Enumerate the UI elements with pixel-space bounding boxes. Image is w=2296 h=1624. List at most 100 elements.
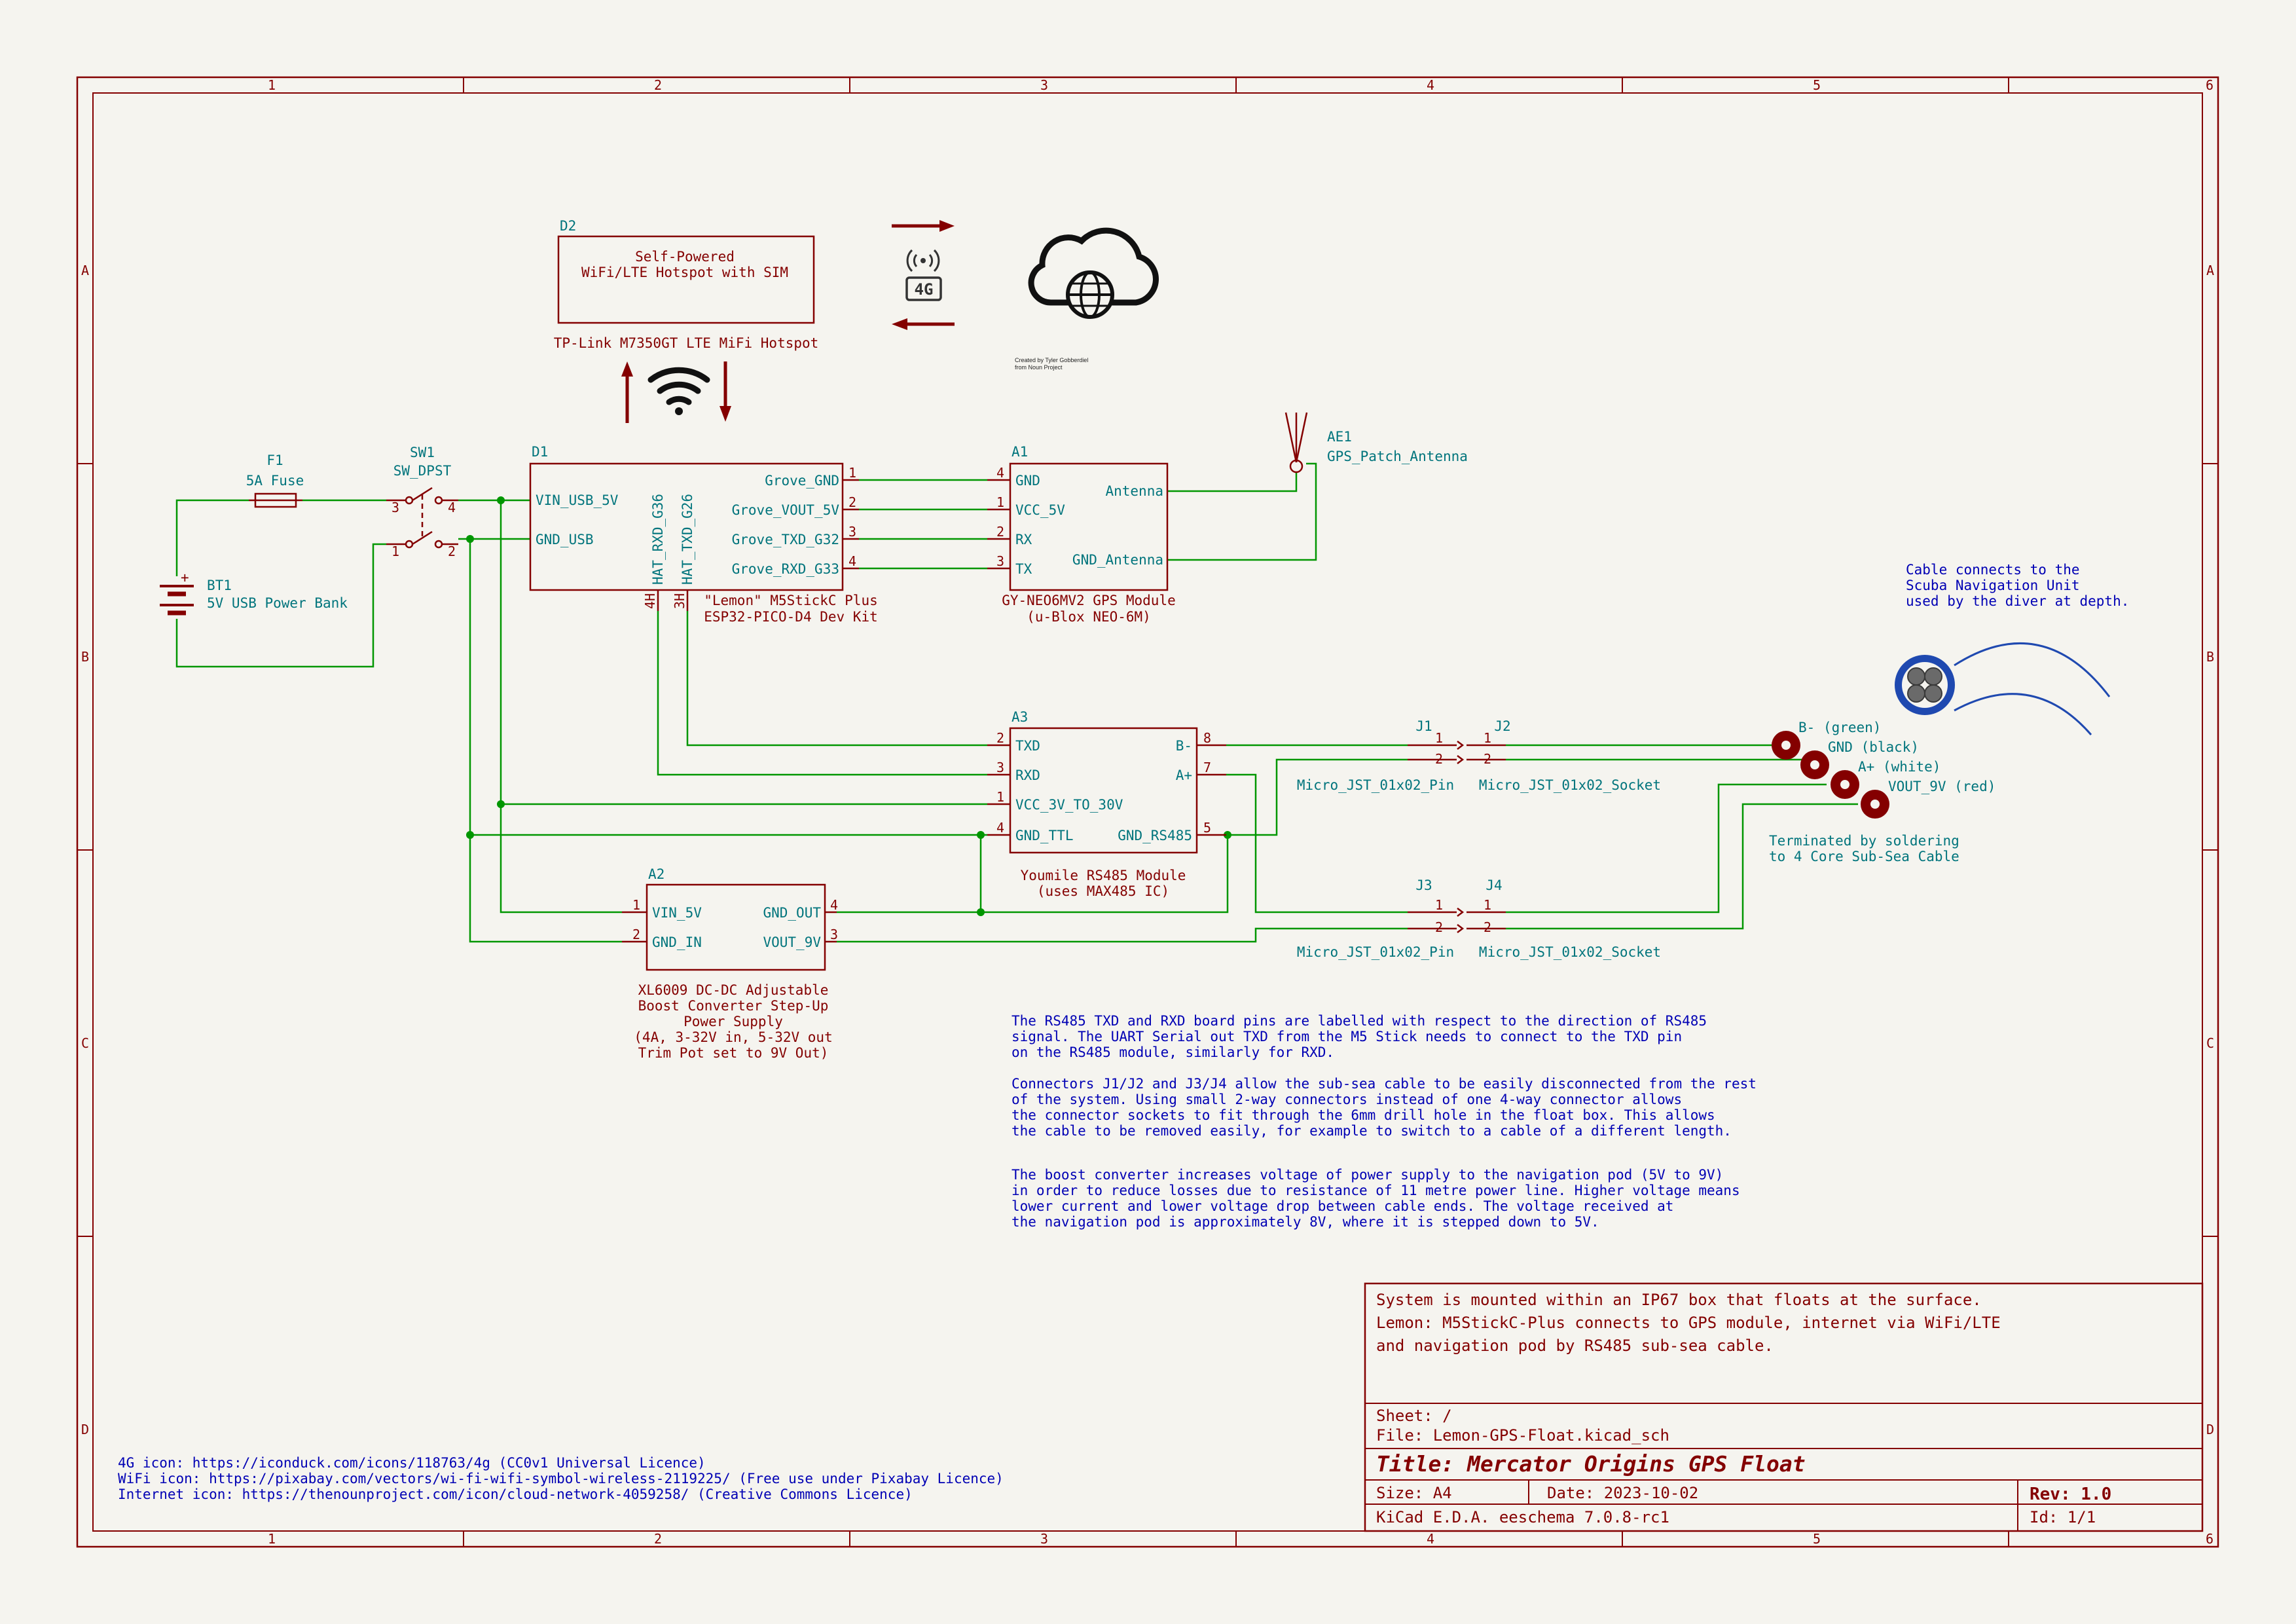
note-p2-line4: the cable to be removed easily, for exam…: [1011, 1123, 1732, 1139]
credit-4g: 4G icon: https://iconduck.com/icons/1187…: [118, 1455, 706, 1471]
a1-pin-antenna: Antenna: [1105, 483, 1163, 499]
d1-num-1: 1: [848, 465, 856, 481]
a2-value4: (4A, 3-32V in, 5-32V out: [634, 1029, 832, 1045]
lte-4g-icon: 4G: [905, 249, 942, 301]
a2-num-2: 2: [632, 927, 640, 942]
tb-sheet: Sheet: /: [1376, 1407, 1452, 1425]
j4-ref: J4: [1485, 877, 1502, 893]
note-p3-line4: the navigation pod is approximately 8V, …: [1011, 1214, 1599, 1230]
wires: [175, 462, 1858, 943]
a2-body: [646, 883, 826, 971]
f1-fuse[interactable]: F1 5A Fuse: [246, 452, 304, 508]
a2-value3: Power Supply: [683, 1014, 783, 1029]
design-notes: The RS485 TXD and RXD board pins are lab…: [1011, 1013, 1757, 1230]
a1-body: [1009, 462, 1169, 591]
bt1-battery[interactable]: + BT1 5V USB Power Bank: [160, 570, 348, 616]
cloud-credit-line1: Created by Tyler Gobberdiel: [1015, 357, 1088, 363]
a3-num-4: 4: [996, 820, 1004, 836]
d1-num-4h: 4H: [642, 593, 658, 609]
a1-pin-vcc: VCC_5V: [1015, 502, 1065, 518]
a1-gps-module[interactable]: A1 4 1 2 3 GND VCC_5V RX TX Antenna GND_…: [987, 444, 1176, 625]
col-label-bottom-3: 3: [1040, 1531, 1048, 1547]
sw1-switch[interactable]: SW1 SW_DPST 3 4 1 2: [386, 445, 458, 559]
a1-num-2: 2: [996, 524, 1004, 540]
cloud-network-icon: Created by Tyler Gobberdiel from Noun Pr…: [1015, 227, 1159, 371]
row-label-left-a: A: [81, 263, 89, 278]
col-label-top-1: 1: [268, 77, 276, 93]
a1-pin-gnd: GND: [1015, 473, 1040, 489]
sw1-ref: SW1: [410, 445, 435, 460]
note-p2-line2: of the system. Using small 2-way connect…: [1011, 1092, 1682, 1107]
lte-label: 4G: [915, 280, 934, 299]
row-label-right-c: C: [2206, 1035, 2214, 1051]
cloud-credit-line2: from Noun Project: [1015, 364, 1063, 371]
ae1-antenna[interactable]: AE1 GPS_Patch_Antenna: [1285, 412, 1468, 473]
d1-value2: ESP32-PICO-D4 Dev Kit: [704, 609, 878, 625]
a1-value2: (u-Blox NEO-6M): [1027, 609, 1151, 625]
cable-note-1: Cable connects to the: [1906, 562, 2080, 578]
a1-num-4: 4: [996, 465, 1004, 481]
note-p3-line1: The boost converter increases voltage of…: [1011, 1167, 1723, 1183]
j2-pin1: 1: [1484, 730, 1491, 746]
a1-value1: GY-NEO6MV2 GPS Module: [1002, 593, 1176, 608]
d1-value1: "Lemon" M5StickC Plus: [704, 593, 878, 608]
data-flow-arrows: [621, 220, 955, 423]
d1-body: [529, 462, 844, 591]
tb-comment1: System is mounted within an IP67 box tha…: [1376, 1291, 1982, 1309]
note-p1-line3: on the RS485 module, similarly for RXD.: [1011, 1044, 1334, 1060]
j3-j4-connectors[interactable]: J3 J4 1 2 1 2 Micro_JST_01x02_Pin Micro_…: [1297, 877, 1661, 960]
row-label-left-b: B: [81, 649, 89, 665]
tb-comment3: and navigation pod by RS485 sub-sea cabl…: [1376, 1337, 1774, 1355]
d1-num-3: 3: [848, 524, 856, 540]
d1-pin-vin: VIN_USB_5V: [536, 492, 619, 508]
a1-pin-gnd-antenna: GND_Antenna: [1072, 552, 1163, 568]
a3-rs485-module[interactable]: A3 2 3 1 4 TXD RXD VCC_3V_TO_30V GND_TTL…: [987, 709, 1226, 899]
j4-pin2: 2: [1484, 919, 1491, 935]
a2-boost-converter[interactable]: A2 1 2 VIN_5V GND_IN GND_OUT VOUT_9V 4 3…: [622, 866, 838, 1061]
d1-pin-grove-gnd: Grove_GND: [765, 473, 839, 489]
a3-pin-a-plus: A+: [1176, 767, 1192, 783]
sw1-value: SW_DPST: [393, 463, 452, 479]
row-label-left-d: D: [81, 1422, 89, 1437]
a3-num-2: 2: [996, 730, 1004, 746]
sheet-frame: 1 2 3 4 5 6 1 2 3 4 5 6 A B C D A B C D: [76, 76, 2219, 1548]
d1-pin-grove-vout: Grove_VOUT_5V: [732, 502, 840, 518]
sw1-pin4: 4: [448, 500, 456, 515]
row-label-right-b: B: [2206, 649, 2214, 665]
j1-ref: J1: [1415, 718, 1432, 734]
d1-pin-hat-rxd: HAT_RXD_G36: [650, 494, 666, 585]
row-label-left-c: C: [81, 1035, 89, 1051]
d1-m5stick[interactable]: D1 VIN_USB_5V GND_USB Grove_GND Grove_VO…: [529, 444, 878, 625]
d1-pin-hat-txd: HAT_TXD_G26: [680, 494, 695, 585]
a2-value5: Trim Pot set to 9V Out): [638, 1045, 829, 1061]
col-label-top-3: 3: [1040, 77, 1048, 93]
solder-pads: [1772, 731, 1889, 819]
tb-rev: Rev: 1.0: [2030, 1485, 2111, 1504]
credit-wifi: WiFi icon: https://pixabay.com/vectors/w…: [118, 1471, 1004, 1486]
j1-value: Micro_JST_01x02_Pin: [1297, 777, 1454, 793]
a2-pin-gnd-out: GND_OUT: [763, 905, 821, 921]
col-label-bottom-6: 6: [2206, 1531, 2214, 1547]
d1-num-2: 2: [848, 494, 856, 510]
cable-note-3: used by the diver at depth.: [1906, 593, 2129, 609]
d2-hotspot[interactable]: D2 Self-Powered WiFi/LTE Hotspot with SI…: [554, 218, 819, 351]
sw1-pin2: 2: [448, 544, 456, 559]
note-p2-line1: Connectors J1/J2 and J3/J4 allow the sub…: [1011, 1076, 1757, 1092]
col-label-bottom-1: 1: [268, 1531, 276, 1547]
sw1-pin1: 1: [392, 544, 399, 559]
col-label-top-5: 5: [1813, 77, 1821, 93]
col-label-bottom-5: 5: [1813, 1531, 1821, 1547]
note-p1-line2: signal. The UART Serial out TXD from the…: [1011, 1029, 1682, 1044]
a2-value1: XL6009 DC-DC Adjustable: [638, 982, 829, 998]
note-p1-line1: The RS485 TXD and RXD board pins are lab…: [1011, 1013, 1707, 1029]
a3-value1: Youmile RS485 Module: [1021, 868, 1186, 883]
a3-ref: A3: [1011, 709, 1028, 725]
tb-date: Date: 2023-10-02: [1547, 1484, 1698, 1502]
title-block: System is mounted within an IP67 box tha…: [1364, 1282, 2204, 1532]
d2-line1: Self-Powered: [635, 249, 735, 265]
d2-ref: D2: [560, 218, 576, 234]
j1-pin1: 1: [1435, 730, 1443, 746]
j1-j2-connectors[interactable]: J1 J2 1 2 1 2 Micro_JST_01x02_Pin Micro_…: [1297, 718, 1661, 793]
a1-pin-tx: TX: [1015, 561, 1032, 577]
